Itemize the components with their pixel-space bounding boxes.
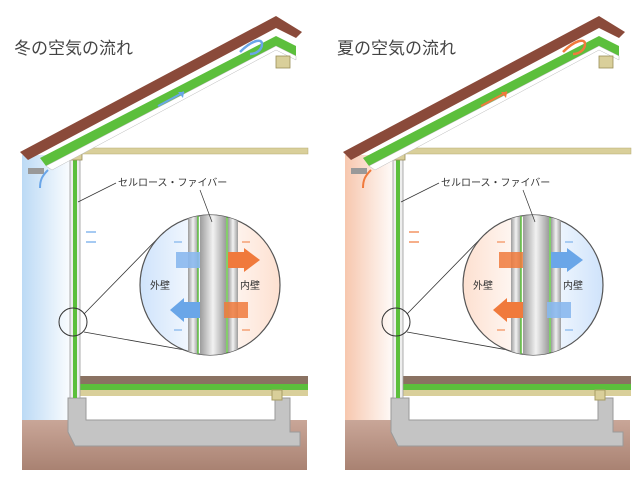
- winter-panel: 外壁 内壁 セルロース・ファイバー 冬の空気の流れ: [14, 16, 309, 470]
- summer-ceiling-beam: [402, 147, 632, 155]
- summer-panel: 外壁 内壁 セルロース・ファイバー 夏の空気の流れ: [337, 16, 632, 470]
- winter-title: 冬の空気の流れ: [14, 39, 133, 59]
- summer-inner-wall-label: 内壁: [563, 279, 583, 292]
- winter-inner-wall-label: 内壁: [240, 279, 260, 292]
- summer-magnified-view: 外壁 内壁: [462, 214, 604, 356]
- winter-magnified-view: 外壁 内壁: [139, 214, 281, 356]
- winter-outside-air: [22, 155, 74, 420]
- winter-outer-wall-label: 外壁: [150, 279, 170, 292]
- summer-roof: [343, 16, 625, 160]
- summer-outside-air: [345, 155, 397, 420]
- winter-ceiling-beam: [79, 147, 309, 155]
- summer-foundation: [390, 397, 624, 447]
- summer-fiber-label: セルロース・ファイバー: [441, 177, 550, 189]
- summer-title: 夏の空気の流れ: [337, 39, 456, 59]
- winter-foundation: [67, 397, 301, 447]
- winter-zoom-target: [58, 307, 88, 337]
- summer-outer-wall-label: 外壁: [473, 279, 493, 292]
- winter-fiber-label: セルロース・ファイバー: [118, 177, 227, 189]
- winter-roof: [20, 16, 302, 160]
- summer-zoom-target: [381, 307, 411, 337]
